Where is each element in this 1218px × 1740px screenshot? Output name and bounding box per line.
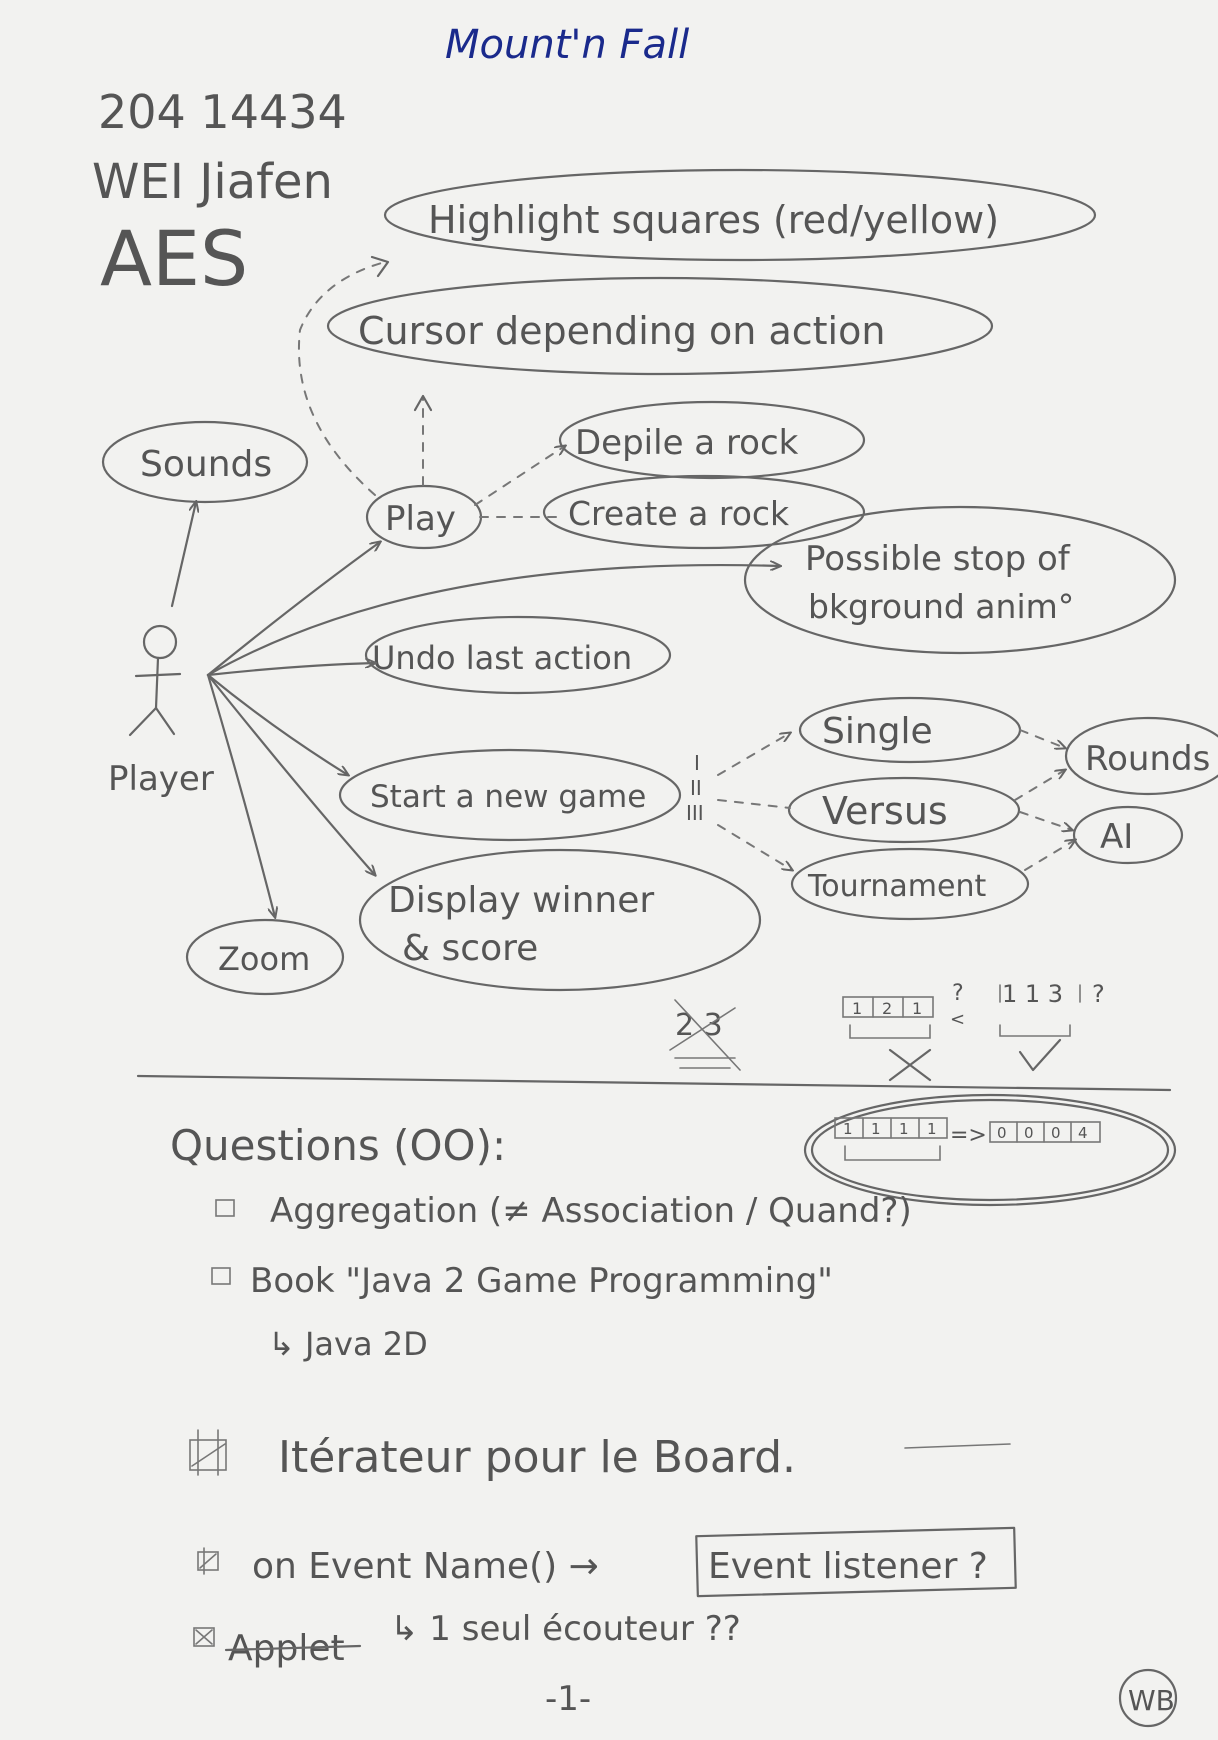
question-event-name: on Event Name() → [252, 1546, 599, 1587]
use-case-cursor: Cursor depending on action [358, 309, 885, 353]
array-c-arrow: => [950, 1123, 987, 1148]
student-id: 204 14434 [98, 85, 347, 139]
author-name: WEI Jiafen [92, 154, 333, 210]
iterator-tail-line [904, 1443, 1011, 1449]
array-d-cell-1: 0 [997, 1124, 1007, 1142]
use-case-create: Create a rock [568, 494, 790, 533]
oval-undo [364, 615, 672, 695]
use-case-play: Play [385, 499, 456, 539]
use-case-display-line1: Display winner [388, 880, 654, 921]
oval-rounds [1064, 716, 1218, 796]
use-case-stop-line2: bkground anim° [808, 587, 1074, 626]
array-sketch-b: 1 1 3 ? [999, 980, 1105, 1072]
question-iterator: Itérateur pour le Board. [278, 1432, 796, 1483]
applet-strike [224, 1644, 362, 1652]
array-b-question: ? [1092, 980, 1105, 1008]
array-a-cell-1: 1 [852, 999, 862, 1018]
oval-highlight [383, 168, 1097, 262]
oval-create [542, 474, 866, 550]
crossed-sketch: 2 3 [669, 999, 741, 1071]
oval-ai [1072, 805, 1184, 865]
oval-start-game [338, 748, 682, 842]
question-event-listener: Event listener ? [708, 1546, 988, 1587]
question-aggregation: Aggregation (≠ Association / Quand?) [270, 1191, 912, 1231]
array-a-question: ? [952, 981, 964, 1006]
use-case-single: Single [822, 711, 933, 752]
oval-cursor [326, 276, 994, 376]
oval-tournament [790, 847, 1030, 921]
roman-numeral-3: III [686, 801, 704, 825]
array-c-cell-2: 1 [871, 1120, 881, 1138]
use-case-depile: Depile a rock [575, 423, 799, 463]
array-d-cell-2: 0 [1024, 1124, 1034, 1142]
array-c-cell-4: 1 [927, 1120, 937, 1138]
questions-heading: Questions (OO): [170, 1121, 506, 1170]
use-case-display-line2: & score [402, 928, 538, 969]
question-single-listener: ↳ 1 seul écouteur ?? [390, 1609, 741, 1649]
array-a-cell-2: 2 [882, 999, 892, 1018]
use-case-ai: AI [1100, 817, 1133, 857]
use-case-undo: Undo last action [372, 639, 632, 677]
less-than-sign: < [950, 1009, 965, 1030]
array-d-cell-3: 0 [1051, 1124, 1061, 1142]
use-case-sounds: Sounds [140, 444, 272, 485]
array-sketch-a: 1 2 1 ? < [842, 981, 965, 1082]
oval-zoom [185, 918, 345, 996]
use-case-highlight: Highlight squares (red/yellow) [428, 198, 999, 242]
question-book-sub: ↳ Java 2D [268, 1325, 428, 1363]
checkbox-book[interactable] [211, 1267, 231, 1285]
group-label: AES [100, 214, 248, 303]
use-case-stop-line1: Possible stop of [805, 539, 1071, 579]
array-c-cell-1: 1 [843, 1120, 853, 1138]
array-c-cell-3: 1 [899, 1120, 909, 1138]
array-b-values: 1 1 3 [1002, 980, 1063, 1008]
checkbox-event[interactable] [197, 1547, 219, 1575]
roman-numeral-2: II [690, 776, 702, 800]
use-case-versus: Versus [822, 789, 948, 833]
oval-depile [558, 400, 866, 480]
checkbox-applet[interactable] [193, 1627, 215, 1647]
association-lines [170, 502, 780, 917]
stamp-circle [1118, 1668, 1178, 1728]
question-book: Book "Java 2 Game Programming" [250, 1261, 833, 1301]
checkbox-iterator[interactable] [189, 1429, 227, 1476]
section-divider [136, 1074, 1172, 1092]
oval-sounds [101, 420, 309, 504]
event-listener-box [695, 1526, 1017, 1598]
dashed-relations [298, 255, 1075, 870]
use-case-rounds: Rounds [1085, 739, 1210, 779]
oval-display-winner [358, 848, 762, 992]
roman-numeral-1: I [694, 751, 700, 775]
player-stick-figure [128, 624, 182, 737]
use-case-tournament: Tournament [807, 869, 986, 904]
array-sketch-c: 1 1 1 1 => 0 0 0 4 [803, 1093, 1177, 1207]
oval-versus [787, 776, 1021, 844]
array-a-cell-3: 1 [912, 999, 922, 1018]
oval-stop-anim [743, 505, 1177, 655]
actor-label: Player [108, 759, 214, 799]
use-case-start-game: Start a new game [370, 779, 646, 815]
page-title: Mount'n Fall [445, 22, 689, 68]
stamp-initials: WB [1128, 1684, 1175, 1717]
page-number: -1- [545, 1679, 591, 1719]
array-d-cell-4: 4 [1078, 1124, 1088, 1142]
use-case-zoom: Zoom [218, 940, 310, 978]
checkbox-aggregation[interactable] [215, 1199, 235, 1217]
